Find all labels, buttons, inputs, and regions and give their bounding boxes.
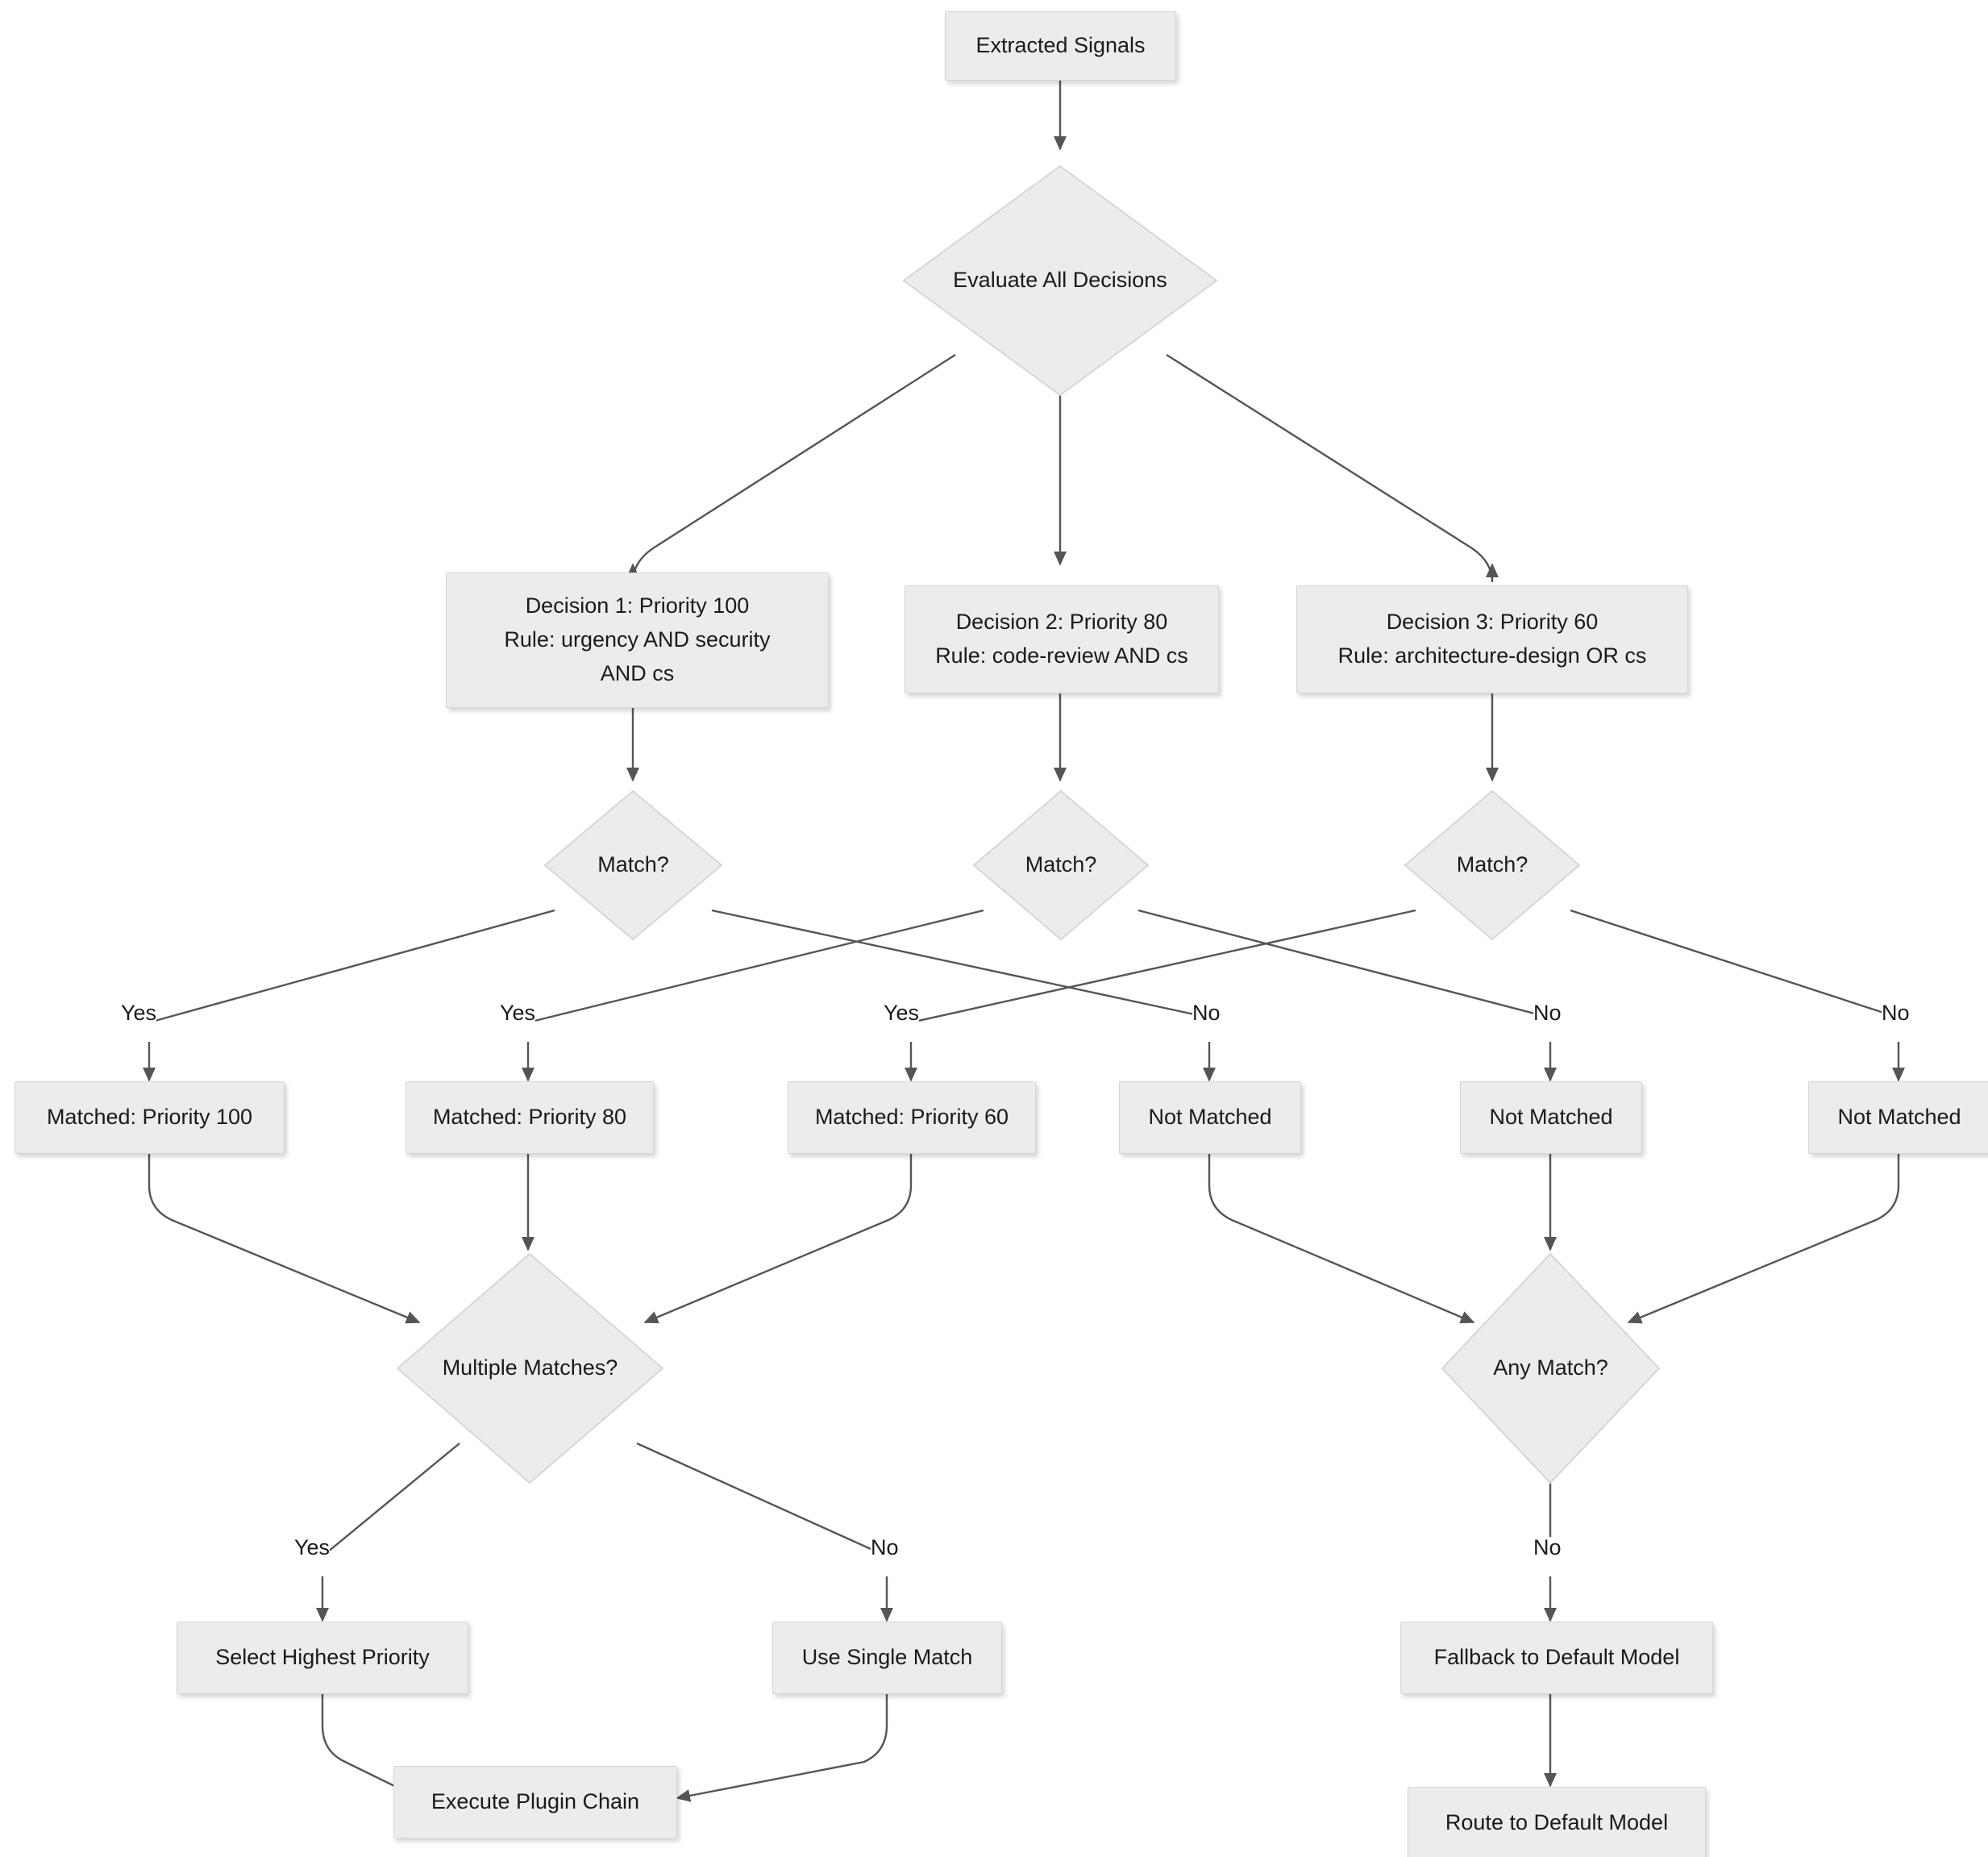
edge-notmatched1-anymatch (1208, 1153, 1475, 1324)
node-match-2[interactable]: Match? (971, 789, 1150, 942)
node-match-1[interactable]: Match? (543, 789, 724, 942)
diamond-shape (396, 1252, 664, 1484)
edge-label-multiple-no: No (871, 1535, 899, 1559)
edge-label-match3-no: No (1882, 1001, 1910, 1025)
node-decision-3[interactable]: Decision 3: Priority 60 Rule: architectu… (1296, 585, 1688, 693)
node-label-line-2: Rule: urgency AND security (504, 627, 771, 652)
node-label: Match? (1456, 852, 1528, 877)
edge-label-match1-yes: Yes (121, 1001, 157, 1025)
node-decision-1[interactable]: Decision 1: Priority 100 Rule: urgency A… (446, 573, 829, 708)
node-not-matched-1[interactable]: Not Matched (1119, 1081, 1301, 1154)
node-label-line-1: Decision 1: Priority 100 (525, 593, 750, 618)
node-label-line-1: Decision 3: Priority 60 (1386, 610, 1599, 635)
edge-label-match3-yes: Yes (884, 1001, 920, 1025)
edge-single-execute (676, 1693, 888, 1802)
node-label: Route to Default Model (1445, 1810, 1669, 1835)
node-label: Matched: Priority 100 (46, 1105, 253, 1130)
node-label: Any Match? (1493, 1355, 1608, 1380)
node-label: Matched: Priority 60 (814, 1105, 1009, 1130)
node-label: Extracted Signals (975, 33, 1146, 58)
node-evaluate-all-decisions[interactable]: Evaluate All Decisions (901, 164, 1219, 398)
node-label: Not Matched (1837, 1105, 1961, 1130)
edge-match3-no (1570, 909, 1899, 1019)
node-route-to-default-model[interactable]: Route to Default Model (1408, 1787, 1706, 1857)
node-label: Use Single Match (801, 1645, 973, 1670)
edge-matched60-multiple (643, 1153, 913, 1324)
node-not-matched-3[interactable]: Not Matched (1808, 1081, 1988, 1154)
node-label: Not Matched (1148, 1105, 1272, 1130)
node-label-line-3: AND cs (600, 660, 675, 685)
node-any-match[interactable]: Any Match? (1440, 1251, 1662, 1485)
node-multiple-matches[interactable]: Multiple Matches? (395, 1251, 665, 1485)
node-decision-2[interactable]: Decision 2: Priority 80 Rule: code-revie… (905, 585, 1219, 693)
node-label: Matched: Priority 80 (432, 1105, 627, 1130)
node-label-line-2: Rule: code-review AND cs (935, 643, 1188, 668)
node-use-single-match[interactable]: Use Single Match (772, 1622, 1002, 1694)
edge-label-match2-no: No (1533, 1001, 1562, 1025)
node-matched-priority-60[interactable]: Matched: Priority 60 (788, 1081, 1036, 1154)
node-label-line-2: Rule: architecture-design OR cs (1337, 643, 1647, 668)
node-label: Evaluate All Decisions (953, 268, 1167, 293)
node-label-line-1: Decision 2: Priority 80 (955, 610, 1168, 635)
node-label: Not Matched (1489, 1105, 1613, 1130)
node-matched-priority-100[interactable]: Matched: Priority 100 (15, 1081, 285, 1154)
edge-label-multiple-yes: Yes (294, 1535, 331, 1559)
node-extracted-signals[interactable]: Extracted Signals (945, 11, 1176, 81)
node-match-3[interactable]: Match? (1403, 789, 1582, 942)
node-label: Match? (597, 852, 669, 877)
node-label: Execute Plugin Chain (430, 1789, 640, 1814)
edge-multiple-no (636, 1442, 888, 1558)
edge-match1-yes (148, 909, 555, 1024)
edge-label-anymatch-no: No (1533, 1535, 1562, 1559)
node-matched-priority-80[interactable]: Matched: Priority 80 (406, 1081, 654, 1154)
edge-label-match1-no: No (1192, 1001, 1221, 1025)
edge-label-match2-yes: Yes (500, 1001, 536, 1025)
node-select-highest-priority[interactable]: Select Highest Priority (177, 1622, 468, 1694)
edge-notmatched3-anymatch (1627, 1153, 1900, 1324)
node-fallback-to-default-model[interactable]: Fallback to Default Model (1400, 1622, 1713, 1694)
node-label: Multiple Matches? (442, 1355, 618, 1380)
node-not-matched-2[interactable]: Not Matched (1460, 1081, 1642, 1154)
node-label: Fallback to Default Model (1433, 1645, 1680, 1670)
node-label: Select Highest Priority (215, 1645, 430, 1670)
node-label: Match? (1025, 852, 1097, 877)
edge-matched100-multiple (148, 1153, 421, 1324)
node-execute-plugin-chain[interactable]: Execute Plugin Chain (393, 1766, 677, 1838)
